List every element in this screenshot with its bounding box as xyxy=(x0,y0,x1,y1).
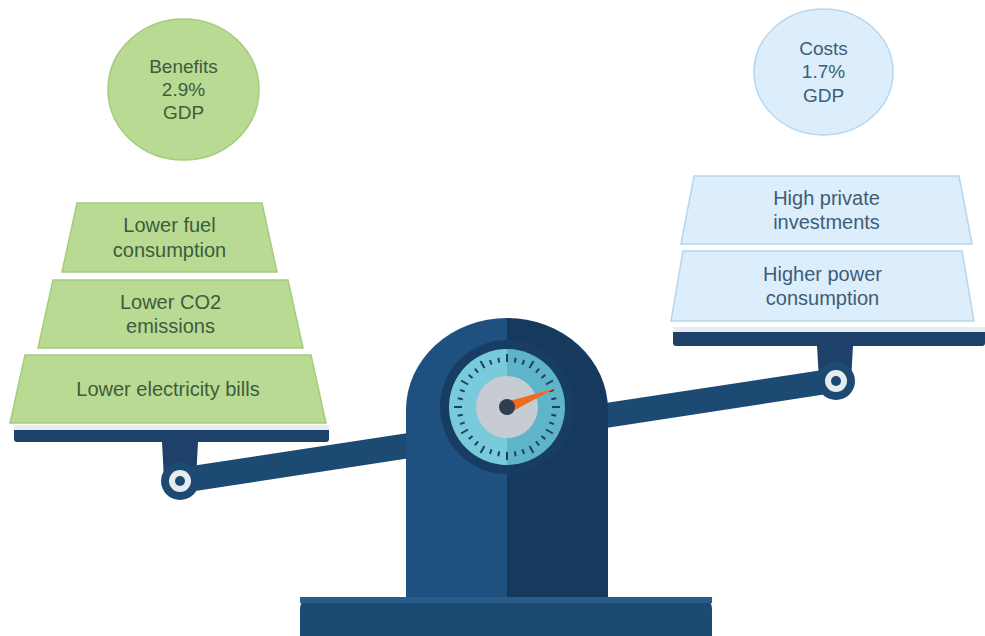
left-pivot-ring xyxy=(169,470,191,492)
dial-tick xyxy=(551,397,556,400)
node-label: Benefits 2.9% GDP xyxy=(144,55,224,125)
dial-tick xyxy=(458,414,463,417)
right-pivot-pin xyxy=(831,376,841,386)
left-pivot-pin xyxy=(175,476,185,486)
dial-tick xyxy=(541,436,545,439)
dial-tick xyxy=(475,369,478,373)
dial-tick xyxy=(549,422,554,424)
dial-tick xyxy=(541,375,545,378)
dial-tick xyxy=(530,361,534,368)
dial-hub xyxy=(476,376,538,438)
node-label: Lower electricity bills xyxy=(76,377,259,401)
dial-ring xyxy=(440,340,574,474)
shape-outline xyxy=(671,251,974,321)
benefit-band: Lower fuel consumption xyxy=(62,203,277,272)
scale-post-left xyxy=(406,318,507,597)
dial-tick xyxy=(546,430,553,434)
right-pan xyxy=(673,327,985,346)
dial-tick xyxy=(522,360,524,365)
dial-tick xyxy=(469,436,473,439)
dial-tick xyxy=(530,446,534,453)
dial-ticks xyxy=(454,354,560,460)
dial-tick xyxy=(460,390,465,392)
dial-tick xyxy=(506,452,508,460)
benefit-band: Lower CO2 emissions xyxy=(38,280,303,348)
benefits-circle: Benefits 2.9% GDP xyxy=(107,18,260,161)
dial-tick xyxy=(536,369,539,373)
dial-tick xyxy=(514,451,517,456)
dial-tick xyxy=(469,375,473,378)
dial-tick xyxy=(536,441,539,445)
node-label: Lower fuel consumption xyxy=(87,213,252,262)
costs-circle: Costs 1.7% GDP xyxy=(753,8,894,136)
dial-tick xyxy=(454,406,462,408)
dial-tick xyxy=(461,430,468,434)
dial-tick xyxy=(475,441,478,445)
right-pivot xyxy=(817,362,855,400)
trapezoid-shape xyxy=(62,203,277,272)
node-label: Lower CO2 emissions xyxy=(88,290,253,339)
scale-base xyxy=(300,597,712,636)
dial-tick xyxy=(481,361,485,368)
left-pan xyxy=(14,425,329,442)
scale-post-right xyxy=(507,318,608,597)
right-pan-rim xyxy=(673,327,985,332)
dial-tick xyxy=(490,360,492,365)
shape-outline xyxy=(108,19,259,160)
dial-pin xyxy=(499,399,515,415)
dial-tick xyxy=(461,381,468,385)
cost-band: Higher power consumption xyxy=(671,251,974,321)
dial-tick xyxy=(481,446,485,453)
node-label: High private investments xyxy=(719,186,934,235)
dial-tick xyxy=(506,354,508,362)
node-label: Higher power consumption xyxy=(708,262,938,311)
dial-tick xyxy=(497,358,500,363)
dial-tick xyxy=(514,358,517,363)
left-pan-rim xyxy=(14,425,329,430)
dial-tick xyxy=(552,406,560,408)
dial-tick xyxy=(522,449,524,454)
dial-tick xyxy=(497,451,500,456)
cost-band: High private investments xyxy=(681,176,972,244)
right-pivot-ring xyxy=(825,370,847,392)
dial-tick xyxy=(490,449,492,454)
dial-tick xyxy=(546,381,553,385)
shape-outline xyxy=(62,203,277,272)
trapezoid-shape xyxy=(681,176,972,244)
dial-tick xyxy=(458,397,463,400)
node-label: Costs 1.7% GDP xyxy=(784,37,864,107)
dial-tick xyxy=(460,422,465,424)
benefit-band: Lower electricity bills xyxy=(10,355,326,423)
shape-outline xyxy=(754,9,893,135)
shape-outline xyxy=(38,280,303,348)
trapezoid-shape xyxy=(671,251,974,321)
dial-tick xyxy=(551,414,556,417)
left-pivot xyxy=(161,462,199,500)
trapezoid-shape xyxy=(38,280,303,348)
shape-outline xyxy=(10,355,326,423)
scale-base-lip xyxy=(300,597,712,603)
shape-outline xyxy=(681,176,972,244)
